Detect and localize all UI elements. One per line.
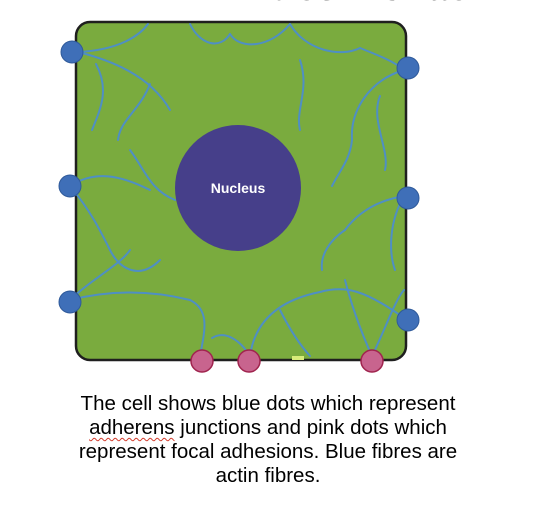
actin-fibre [298, 59, 305, 131]
focal-adhesion-dot [190, 349, 214, 373]
actin-fibre [91, 63, 104, 131]
actin-fibre [189, 23, 231, 45]
adherens-junction-dot [396, 308, 420, 332]
adherens-junction-dot [396, 56, 420, 80]
actin-fibre [279, 309, 311, 357]
caption-line-1: The cell shows blue dots which represent [80, 392, 456, 415]
caption-line-3: represent focal adhesions. Blue fibres a… [78, 440, 458, 463]
actin-fibre [289, 23, 361, 54]
actin-fibre [77, 23, 149, 53]
nucleus-label: Nucleus [211, 180, 266, 196]
actin-fibre [129, 149, 176, 201]
actin-fibre [249, 291, 321, 357]
actin-fibre [77, 51, 171, 111]
membrane-fleck [292, 356, 304, 360]
focal-adhesion-dot [360, 349, 384, 373]
caption-line-2-rest: junctions and pink dots which [174, 416, 447, 439]
actin-fibre [320, 229, 346, 271]
page-title-fragment: tics – 3 fac [272, 0, 470, 9]
actin-fibre [69, 291, 191, 301]
actin-fibre [344, 279, 373, 357]
focal-adhesion-dot [237, 349, 261, 373]
actin-fibre [229, 23, 291, 46]
actin-fibre [117, 83, 151, 141]
focal-adhesions [190, 349, 384, 373]
caption-line-2: adherens junctions and pink dots which [0, 416, 536, 440]
actin-fibre [189, 299, 206, 357]
adherens-junction-dot [58, 290, 82, 314]
adherens-junctions [58, 40, 420, 332]
figure-caption: The cell shows blue dots which represent… [0, 392, 536, 488]
spellcheck-word: adherens [89, 416, 175, 439]
actin-fibre [109, 249, 161, 272]
adherens-junction-dot [58, 174, 82, 198]
actin-fibre [376, 95, 387, 171]
cell-diagram: Nucleus [58, 20, 420, 373]
adherens-junction-dot [60, 40, 84, 64]
caption-line-4: actin fibres. [215, 464, 321, 487]
actin-fibre [331, 139, 353, 187]
actin-fibre [350, 69, 405, 141]
adherens-junction-dot [396, 186, 420, 210]
nucleus [175, 125, 301, 251]
actin-fibre [371, 289, 405, 357]
